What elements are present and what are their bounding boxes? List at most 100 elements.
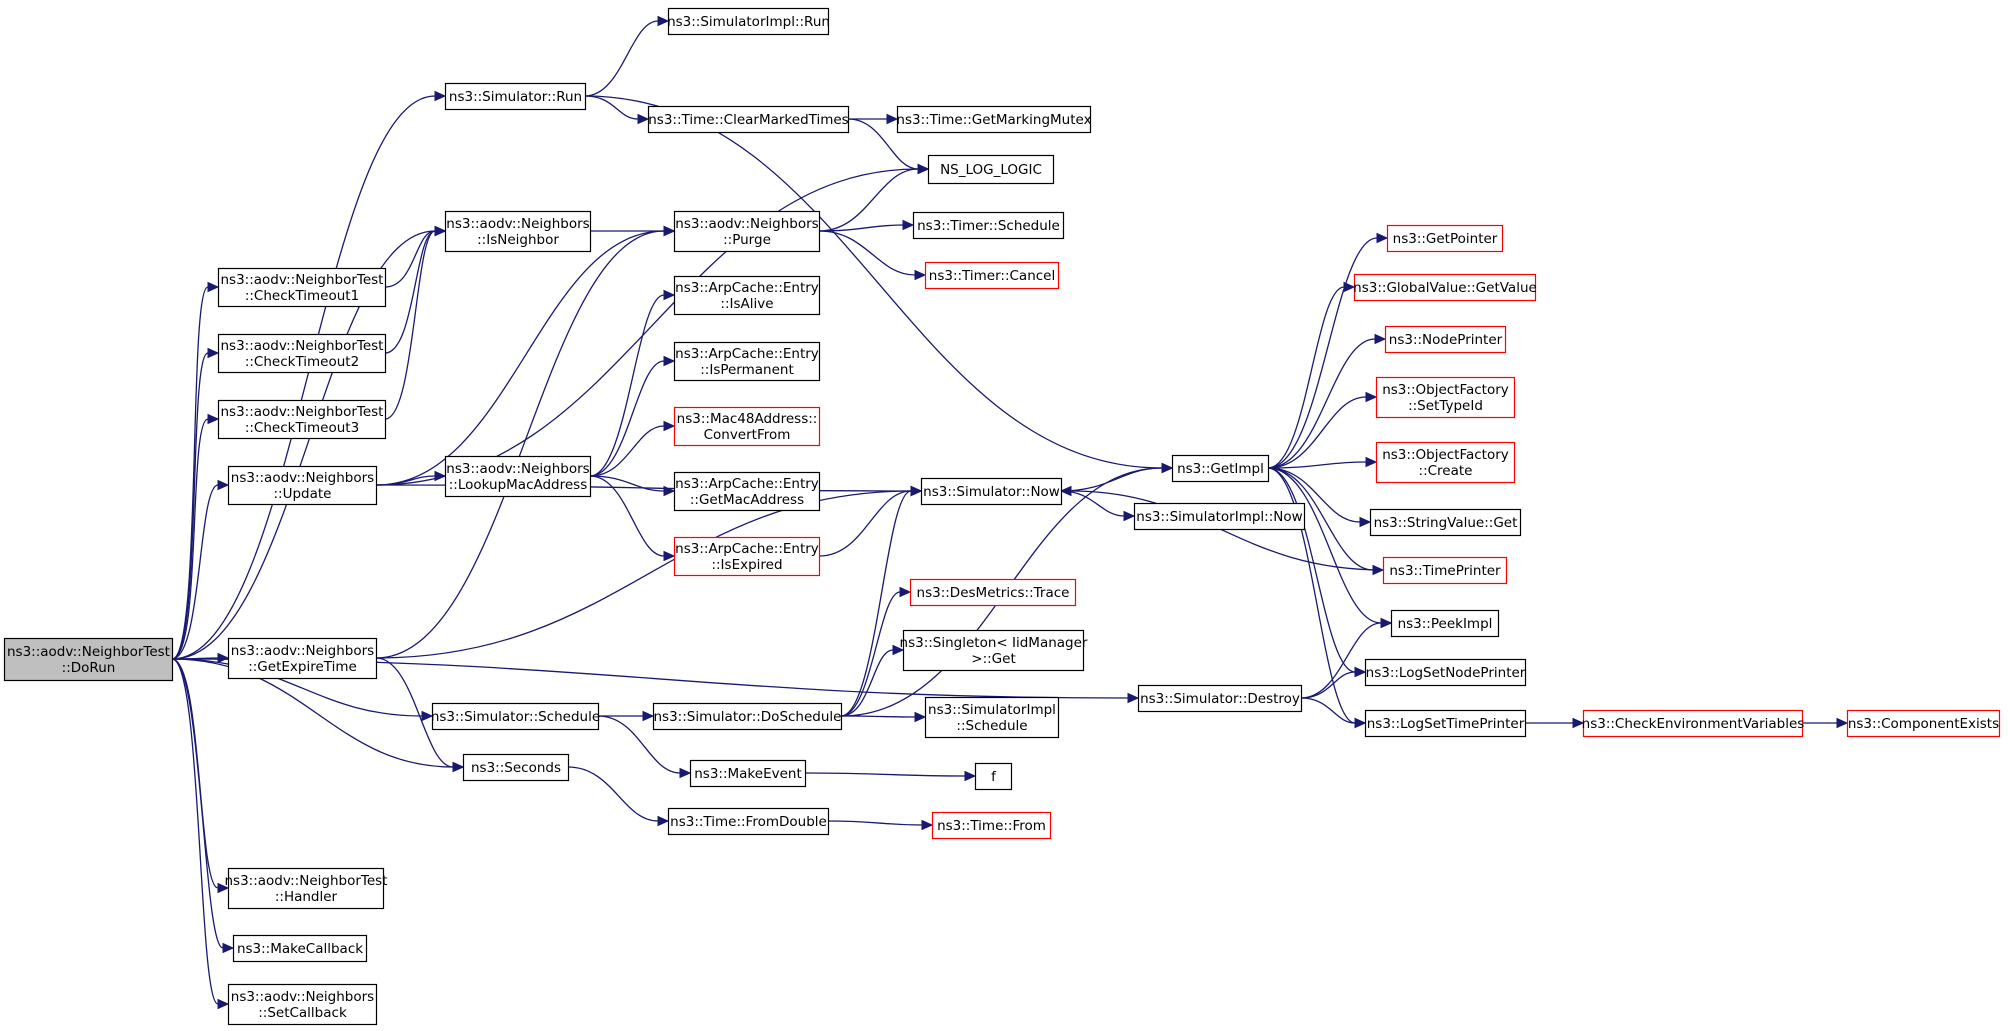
node-box[interactable] <box>1137 684 1303 713</box>
node-fromdouble[interactable]: ns3::Time::FromDouble <box>667 807 830 836</box>
node-ns_log_logic[interactable]: NS_LOG_LOGIC <box>927 154 1055 185</box>
node-getimpl[interactable]: ns3::GetImpl <box>1171 454 1270 483</box>
node-purge[interactable]: ns3::aodv::Neighbors::Purge <box>673 210 821 253</box>
node-box[interactable] <box>909 578 1077 607</box>
node-box[interactable] <box>217 399 387 440</box>
node-box[interactable] <box>673 341 821 382</box>
node-box[interactable] <box>924 261 1060 290</box>
node-box[interactable] <box>227 983 378 1026</box>
node-sim_destroy[interactable]: ns3::Simulator::Destroy <box>1137 684 1303 713</box>
node-dorun[interactable]: ns3::aodv::NeighborTest::DoRun <box>3 637 174 682</box>
node-of_create[interactable]: ns3::ObjectFactory::Create <box>1375 441 1516 484</box>
node-checktimeout1[interactable]: ns3::aodv::NeighborTest::CheckTimeout1 <box>217 267 387 308</box>
node-timer_cancel[interactable]: ns3::Timer::Cancel <box>924 261 1060 290</box>
node-nodeprinter[interactable]: ns3::NodePrinter <box>1384 325 1507 354</box>
node-box[interactable] <box>673 536 821 577</box>
node-timeprinter[interactable]: ns3::TimePrinter <box>1382 556 1508 585</box>
node-sim_doschedule[interactable]: ns3::Simulator::DoSchedule <box>652 702 843 731</box>
node-box[interactable] <box>1364 709 1527 738</box>
node-box[interactable] <box>673 210 821 253</box>
node-sim_run[interactable]: ns3::Simulator::Run <box>444 82 587 111</box>
node-checktimeout2[interactable]: ns3::aodv::NeighborTest::CheckTimeout2 <box>217 333 387 374</box>
node-simimpl_schedule[interactable]: ns3::SimulatorImpl::Schedule <box>924 696 1060 739</box>
node-box[interactable] <box>1375 376 1516 419</box>
node-box[interactable] <box>1133 502 1306 531</box>
node-mac48[interactable]: ns3::Mac48Address::ConvertFrom <box>673 406 821 447</box>
node-box[interactable] <box>462 753 570 782</box>
node-box[interactable] <box>1582 709 1804 738</box>
node-seconds[interactable]: ns3::Seconds <box>462 753 570 782</box>
node-box[interactable] <box>896 105 1092 134</box>
node-getexpire[interactable]: ns3::aodv::Neighbors::GetExpireTime <box>227 637 378 680</box>
node-box[interactable] <box>689 759 807 788</box>
node-box[interactable] <box>673 406 821 447</box>
node-makecallback[interactable]: ns3::MakeCallback <box>232 934 368 963</box>
node-makeevent[interactable]: ns3::MakeEvent <box>689 759 807 788</box>
node-update[interactable]: ns3::aodv::Neighbors::Update <box>227 465 378 506</box>
node-box[interactable] <box>667 7 830 36</box>
node-box[interactable] <box>920 477 1063 506</box>
node-box[interactable] <box>927 154 1055 185</box>
node-box[interactable] <box>974 762 1013 791</box>
node-box[interactable] <box>444 210 592 253</box>
node-setcallback[interactable]: ns3::aodv::Neighbors::SetCallback <box>227 983 378 1026</box>
node-box[interactable] <box>232 934 368 963</box>
node-box[interactable] <box>673 275 821 316</box>
node-box[interactable] <box>1384 325 1507 354</box>
node-box[interactable] <box>667 807 830 836</box>
node-box[interactable] <box>1369 508 1522 537</box>
node-box[interactable] <box>1375 441 1516 484</box>
node-timer_schedule[interactable]: ns3::Timer::Schedule <box>912 211 1065 240</box>
node-box[interactable] <box>1390 609 1500 638</box>
node-box[interactable] <box>912 211 1065 240</box>
node-box[interactable] <box>444 82 587 111</box>
node-checkenv[interactable]: ns3::CheckEnvironmentVariables <box>1582 709 1805 738</box>
node-box[interactable] <box>227 465 378 506</box>
node-isalive[interactable]: ns3::ArpCache::Entry::IsAlive <box>673 275 821 316</box>
node-sim_schedule[interactable]: ns3::Simulator::Schedule <box>431 702 600 731</box>
node-logsettime[interactable]: ns3::LogSetTimePrinter <box>1364 709 1527 738</box>
node-box[interactable] <box>217 267 387 308</box>
node-singleton[interactable]: ns3::Singleton< IidManager>::Get <box>900 629 1088 672</box>
node-simimpl_now[interactable]: ns3::SimulatorImpl::Now <box>1133 502 1306 531</box>
node-box[interactable] <box>431 702 600 731</box>
node-box[interactable] <box>647 105 850 134</box>
node-box[interactable] <box>1846 709 2001 738</box>
node-box[interactable] <box>227 637 378 680</box>
node-box[interactable] <box>902 629 1085 672</box>
node-box[interactable] <box>227 867 385 910</box>
node-box[interactable] <box>1382 556 1508 585</box>
node-stringvalue[interactable]: ns3::StringValue::Get <box>1369 508 1522 537</box>
node-isexpired[interactable]: ns3::ArpCache::Entry::IsExpired <box>673 536 821 577</box>
node-box[interactable] <box>1386 224 1504 253</box>
node-time_from[interactable]: ns3::Time::From <box>931 811 1052 840</box>
node-box[interactable] <box>217 333 387 374</box>
node-simimpl_run[interactable]: ns3::SimulatorImpl::Run <box>667 7 830 36</box>
node-isneighbor[interactable]: ns3::aodv::Neighbors::IsNeighbor <box>444 210 592 253</box>
node-handler[interactable]: ns3::aodv::NeighborTest::Handler <box>225 867 388 910</box>
node-time_clear[interactable]: ns3::Time::ClearMarkedTimes <box>647 105 850 134</box>
node-peekimpl[interactable]: ns3::PeekImpl <box>1390 609 1500 638</box>
node-compexists[interactable]: ns3::ComponentExists <box>1846 709 2001 738</box>
node-box[interactable] <box>1364 658 1527 687</box>
node-getmac[interactable]: ns3::ArpCache::Entry::GetMacAddress <box>673 471 821 512</box>
node-box[interactable] <box>1353 273 1537 302</box>
node-box[interactable] <box>1171 454 1270 483</box>
node-ispermanent[interactable]: ns3::ArpCache::Entry::IsPermanent <box>673 341 821 382</box>
node-getpointer[interactable]: ns3::GetPointer <box>1386 224 1504 253</box>
node-globalvalue[interactable]: ns3::GlobalValue::GetValue <box>1353 273 1537 302</box>
node-of_settypeid[interactable]: ns3::ObjectFactory::SetTypeId <box>1375 376 1516 419</box>
node-sim_now[interactable]: ns3::Simulator::Now <box>920 477 1063 506</box>
node-checktimeout3[interactable]: ns3::aodv::NeighborTest::CheckTimeout3 <box>217 399 387 440</box>
node-box[interactable] <box>444 455 592 498</box>
node-box[interactable] <box>924 696 1060 739</box>
node-lookupmac[interactable]: ns3::aodv::Neighbors::LookupMacAddress <box>444 455 592 498</box>
node-box[interactable] <box>3 637 174 682</box>
node-time_mutex[interactable]: ns3::Time::GetMarkingMutex <box>896 105 1092 134</box>
node-box[interactable] <box>673 471 821 512</box>
node-box[interactable] <box>652 702 843 731</box>
node-desmetrics[interactable]: ns3::DesMetrics::Trace <box>909 578 1077 607</box>
node-f[interactable]: f <box>974 762 1013 791</box>
node-logsetnode[interactable]: ns3::LogSetNodePrinter <box>1364 658 1527 687</box>
node-box[interactable] <box>931 811 1052 840</box>
